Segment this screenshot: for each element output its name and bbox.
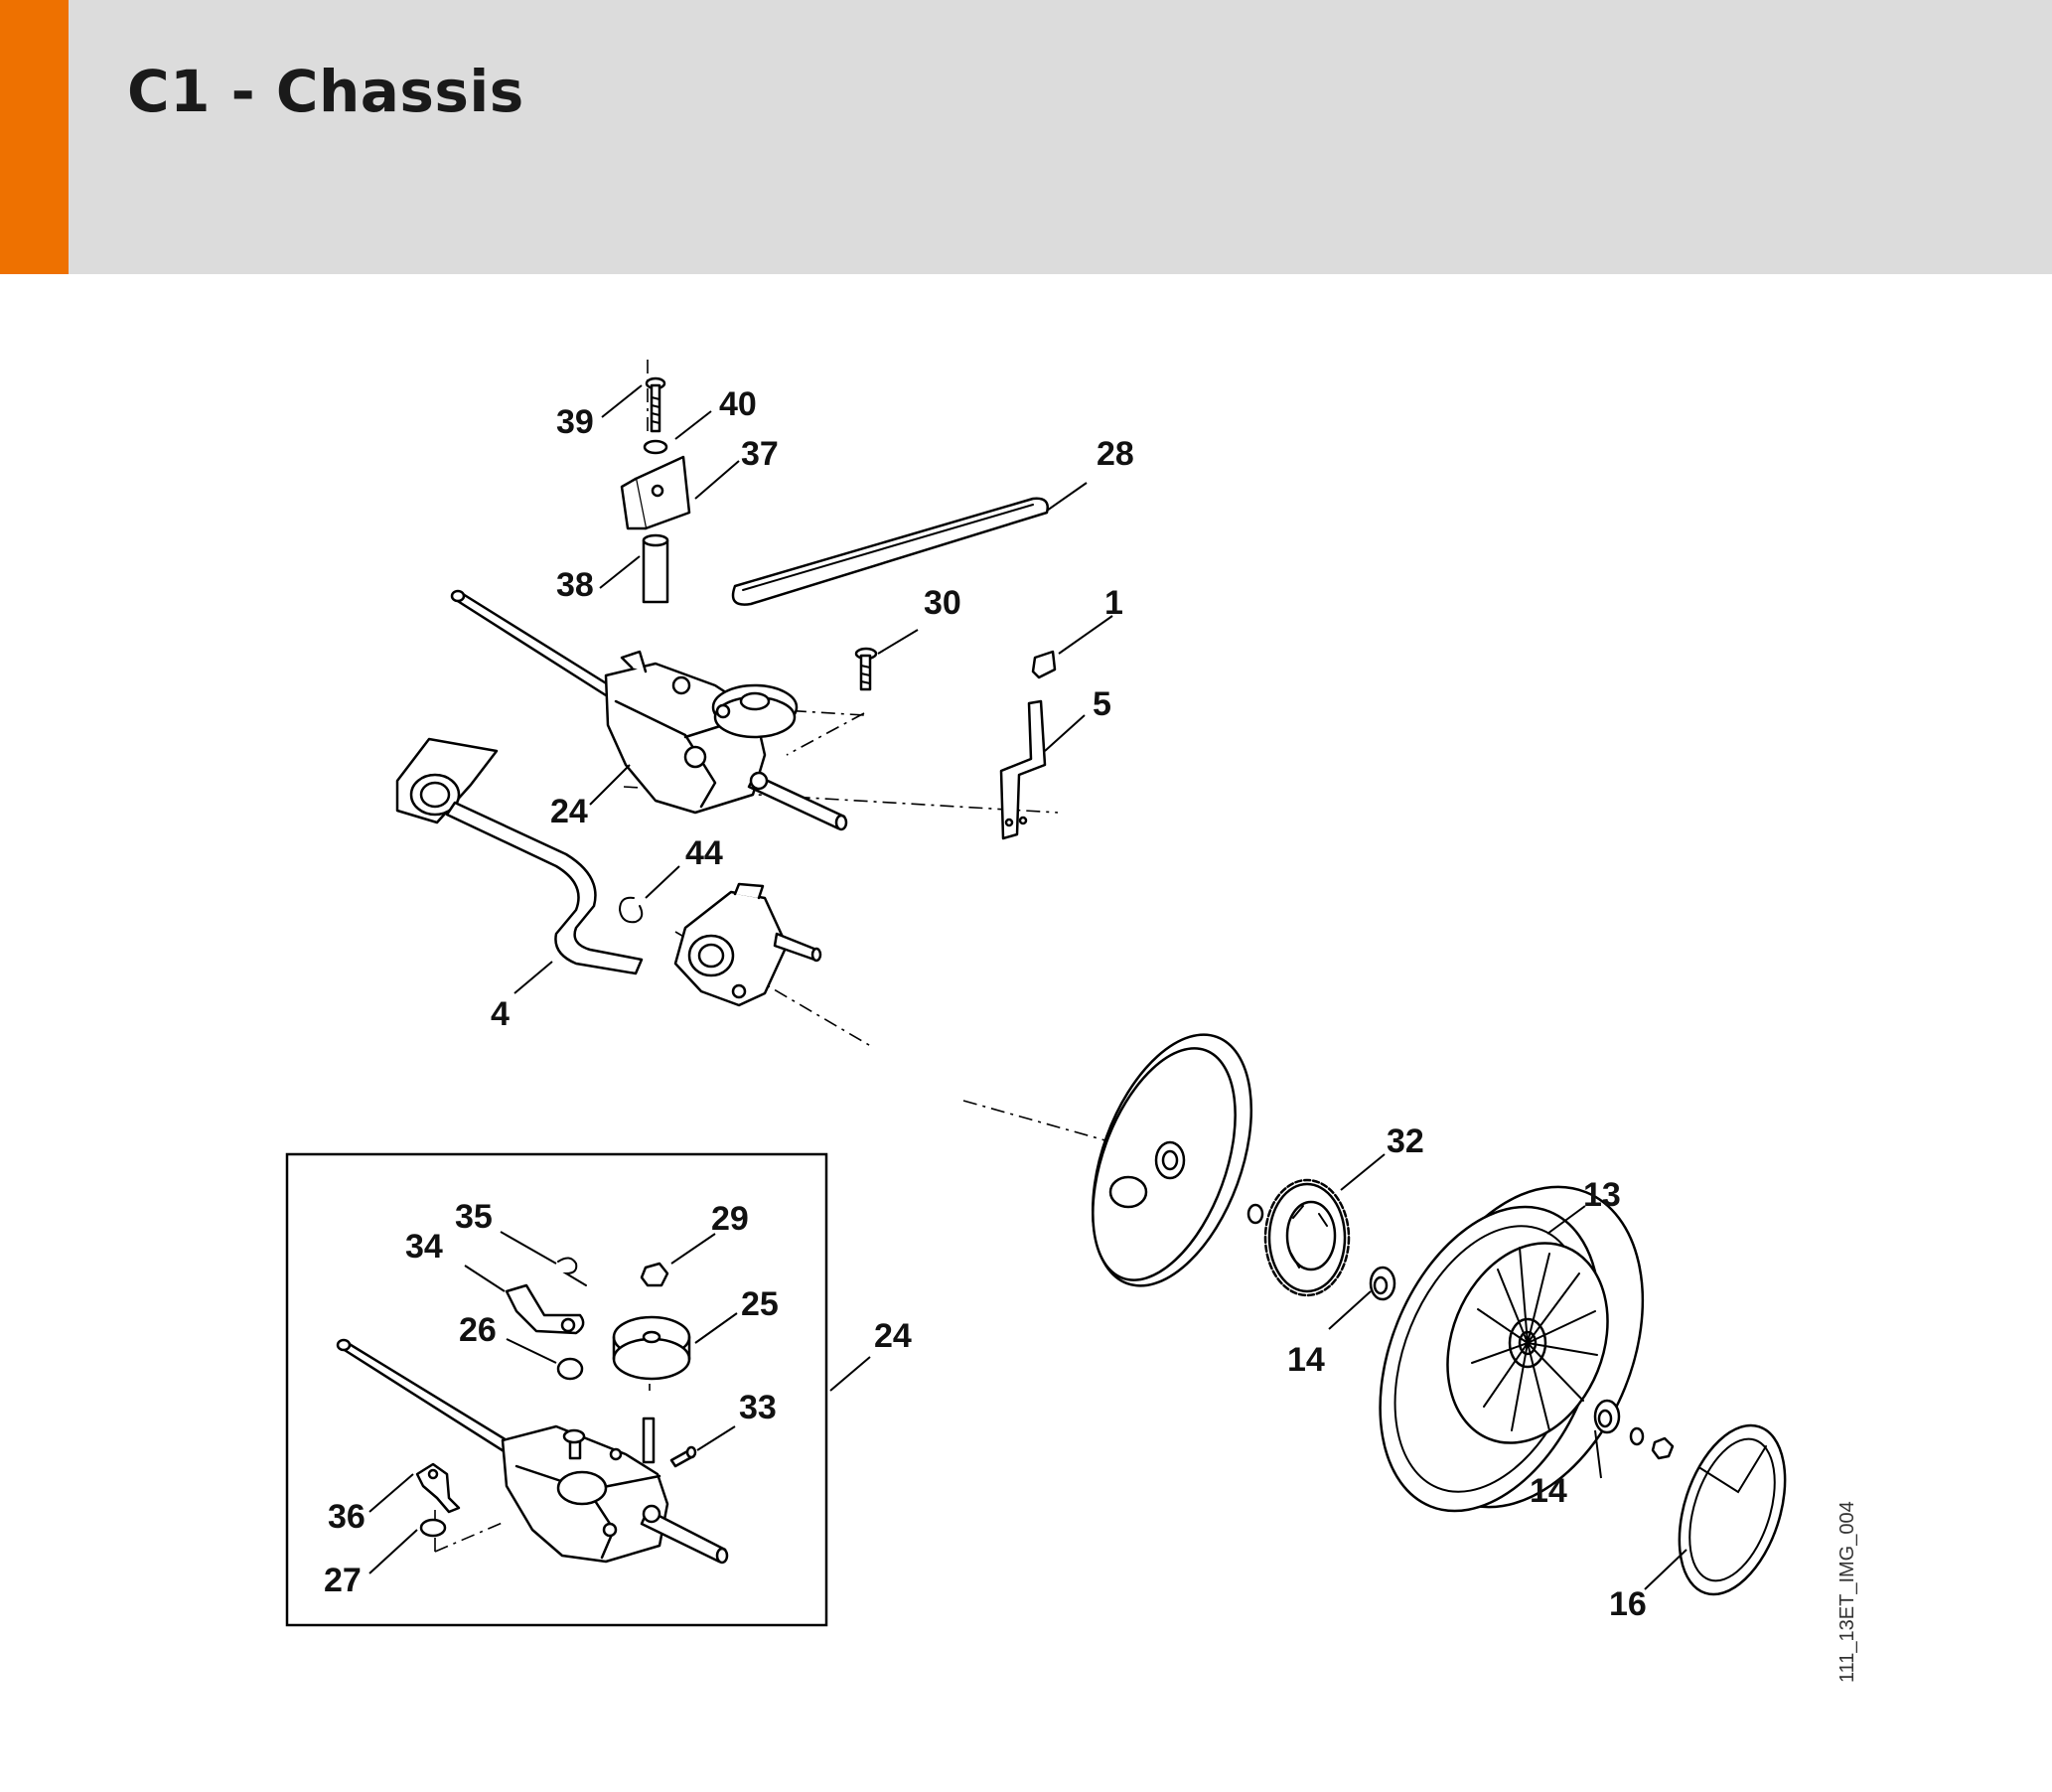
callout-33: 33: [739, 1389, 777, 1426]
leader-lines: [368, 384, 1687, 1590]
callout-13: 13: [1583, 1176, 1621, 1214]
callout-30: 30: [924, 584, 961, 622]
v-belt-28: [731, 497, 1049, 606]
gear-32: [1263, 1178, 1351, 1297]
callout-39: 39: [556, 403, 594, 441]
clip-35: [557, 1257, 587, 1286]
callout-32: 32: [1387, 1122, 1424, 1160]
screw-33: [669, 1445, 697, 1468]
callout-labels: 39 40 37 28 38 30 1 5 24 44 4 32 13 14 1…: [324, 385, 1647, 1623]
callout-44: 44: [685, 834, 723, 872]
axle-bracket-4: [395, 737, 822, 1007]
lever-bracket-5: [999, 699, 1047, 840]
washer-27: [419, 1518, 447, 1538]
callout-14-lower: 14: [1530, 1472, 1567, 1510]
transmission-24-detail: [336, 1338, 729, 1565]
wheel-13: [1379, 1185, 1645, 1513]
callout-34: 34: [405, 1228, 443, 1266]
callout-16: 16: [1609, 1585, 1647, 1623]
arm-34: [505, 1283, 585, 1335]
callout-1: 1: [1104, 584, 1123, 622]
bearing-14-upper: [1369, 1266, 1396, 1301]
bolt-39: [645, 376, 666, 433]
callout-25: 25: [741, 1285, 779, 1323]
detail-inset-frame: [285, 1152, 828, 1627]
page-title: C1 - Chassis: [127, 58, 524, 125]
accent-stripe: [0, 0, 69, 274]
header-bar: [0, 0, 2052, 274]
bearing-14-lower: [1593, 1399, 1621, 1434]
hubcap-16: [1678, 1423, 1787, 1596]
callout-35: 35: [455, 1198, 493, 1236]
callout-27: 27: [324, 1562, 362, 1599]
washer-small: [1246, 1203, 1264, 1225]
callout-24-main: 24: [550, 793, 588, 830]
image-reference: 111_13ET_IMG_004: [1836, 1501, 1858, 1683]
washer-40: [643, 439, 668, 455]
screw-30: [854, 647, 878, 691]
callout-28: 28: [1097, 435, 1134, 473]
callout-5: 5: [1093, 685, 1111, 723]
clip-44: [618, 896, 644, 924]
callout-40: 40: [719, 385, 757, 423]
callout-24-detail: 24: [874, 1317, 912, 1355]
callout-36: 36: [328, 1498, 366, 1536]
wheel-shroud: [1091, 1033, 1253, 1287]
callout-26: 26: [459, 1311, 497, 1349]
spacer-38: [642, 533, 669, 604]
washer-small-2: [1629, 1426, 1645, 1446]
callout-4: 4: [491, 995, 510, 1033]
lever-36: [415, 1462, 461, 1514]
pulley-25: [612, 1315, 691, 1381]
nut: [1651, 1436, 1675, 1460]
nut-29: [640, 1262, 669, 1287]
cap-1: [1031, 650, 1057, 679]
callout-38: 38: [556, 566, 594, 604]
callout-29: 29: [711, 1200, 749, 1238]
nut-26: [556, 1357, 584, 1381]
callout-37: 37: [741, 435, 779, 473]
callout-14-upper: 14: [1287, 1341, 1325, 1379]
bracket-37: [620, 455, 691, 530]
transmission-24-main: [450, 589, 848, 831]
